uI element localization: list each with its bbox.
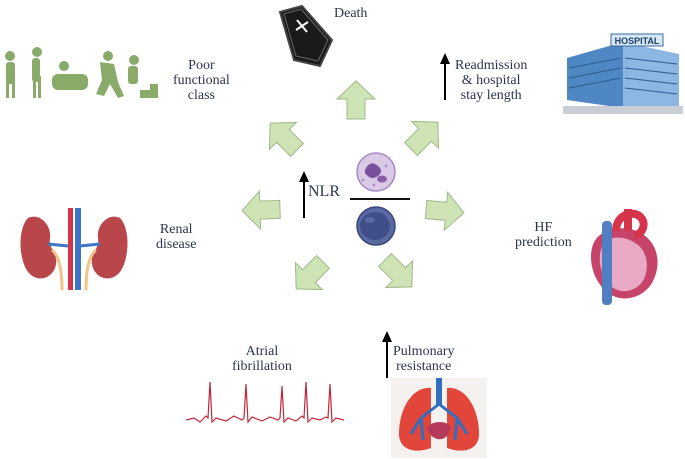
up-arrow-icon: [299, 171, 309, 218]
kidneys-icon: [20, 208, 128, 290]
walking-people-icon: [5, 47, 158, 98]
coffin-icon: [278, 4, 334, 68]
poor-functional-label: Poor functional class: [173, 58, 230, 103]
arrow-to-atrial: [294, 254, 331, 291]
arrow-to-death: [335, 80, 377, 120]
hospital-building-icon: HOSPITAL: [563, 33, 683, 114]
up-arrow-icon: [440, 53, 450, 100]
hospital-sign-text: HOSPITAL: [615, 36, 660, 46]
cell-fraction: [350, 152, 410, 246]
neutrophil-icon: [356, 152, 396, 192]
lymphocyte-icon: [356, 206, 396, 246]
pulmonary-resistance-label: Pulmonary resistance: [393, 344, 455, 374]
death-label: Death: [334, 6, 368, 21]
atrial-fibrillation-label: Atrial fibrillation: [232, 344, 292, 374]
heart-icon: [590, 209, 658, 305]
arrow-to-functional: [268, 121, 305, 158]
arrow-to-hf: [424, 191, 465, 232]
arrow-to-readmission: [403, 120, 440, 157]
readmission-label: Readmission & hospital stay length: [455, 58, 528, 103]
nlr-label: NLR: [308, 183, 340, 200]
renal-disease-label: Renal disease: [156, 222, 197, 252]
ecg-trace-icon: [186, 381, 344, 424]
lungs-icon: [391, 378, 487, 458]
arrow-to-renal: [241, 189, 281, 231]
hf-prediction-label: HF prediction: [515, 220, 572, 250]
up-arrow-icon: [382, 331, 392, 378]
arrow-to-pulmonary: [377, 252, 414, 289]
